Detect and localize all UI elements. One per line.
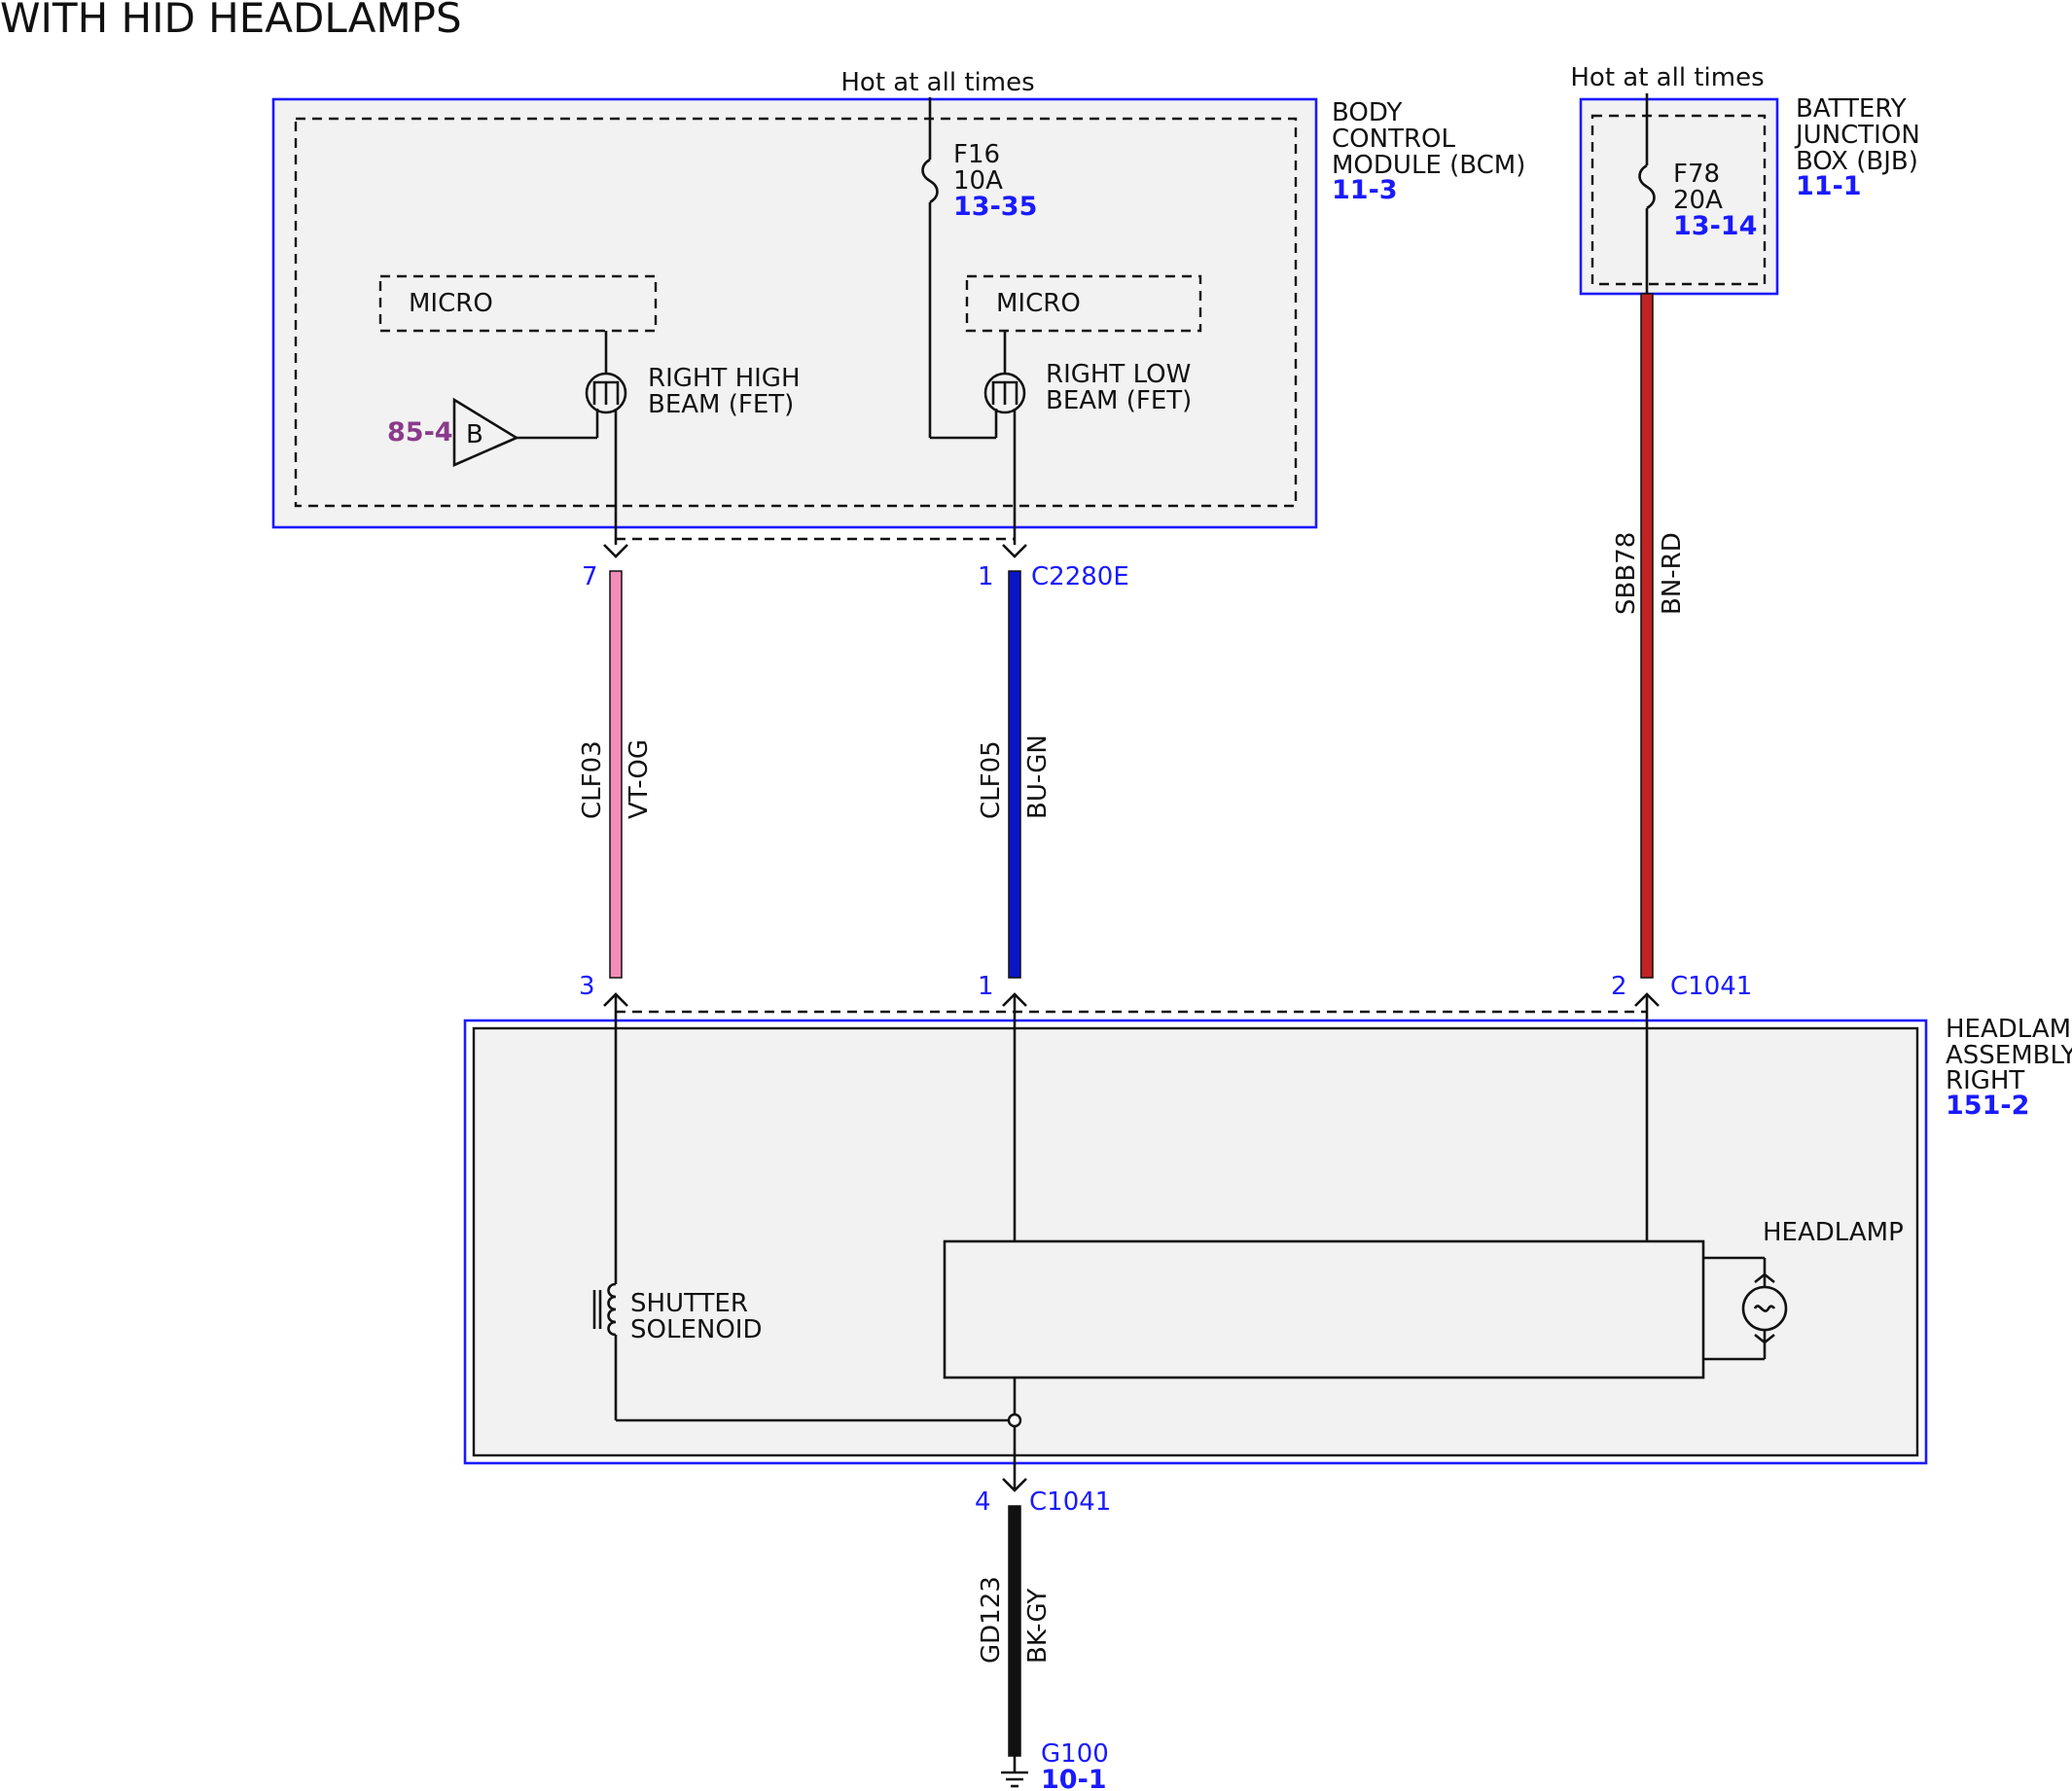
fuse-f78-icon (1638, 163, 1656, 210)
headlamp-assembly-name-line1: HEADLAMP (1946, 1015, 2072, 1044)
fuse-f16-name: F16 (953, 140, 1000, 169)
bcm-name-line2: CONTROL (1332, 125, 1455, 154)
connector-arrow-icon (1002, 544, 1027, 558)
ballast-module (943, 1239, 1705, 1379)
shutter-solenoid-coil-icon (592, 1282, 617, 1337)
headlamp-assembly-name-line3: RIGHT (1946, 1066, 2024, 1095)
fuse-f78-ref-link[interactable]: 13-14 (1673, 211, 1757, 241)
headlamp-bulb-icon (1741, 1272, 1788, 1344)
wire-color-label: BK-GY (1023, 1589, 1053, 1664)
fuse-f78-rating: 20A (1673, 186, 1723, 215)
bcm-ref-link[interactable]: 11-3 (1332, 175, 1398, 205)
wire-circuit-label: SBB78 (1612, 532, 1641, 615)
pin-number: 4 (975, 1487, 991, 1517)
splice-b-triangle-icon (452, 397, 519, 467)
low-beam-label-line1: RIGHT LOW (1046, 360, 1191, 389)
connector-c2280e: 7 1 C2280E (582, 537, 1129, 591)
high-beam-label-line2: BEAM (FET) (648, 390, 794, 419)
headlamp-assembly-right: HEADLAMP ASSEMBLY, RIGHT 151-2 SHUTTER S… (463, 1015, 2072, 1465)
bjb-inner-boundary (1590, 114, 1767, 286)
low-beam-label-line2: BEAM (FET) (1046, 386, 1192, 415)
wire-sbb78: SBB78 BN-RD (1612, 293, 1687, 979)
ground-circuit: 4 C1041 GD123 BK-GY G100 10-1 (975, 1463, 1111, 1791)
bcm-outline (271, 97, 1318, 529)
bcm-inner-boundary (294, 117, 1298, 508)
headlamp-assembly-name-line2: ASSEMBLY, (1946, 1041, 2072, 1070)
bcm-name-line3: MODULE (BCM) (1332, 151, 1525, 180)
pin-number: 2 (1611, 972, 1627, 1001)
headlamp-label: HEADLAMP (1763, 1218, 1904, 1247)
shutter-solenoid-label-line2: SOLENOID (630, 1315, 762, 1344)
micro-right-box (965, 274, 1202, 333)
splice-ref-link[interactable]: 85-4 (387, 417, 453, 448)
body-control-module: BODY CONTROL MODULE (BCM) 11-3 Hot at al… (271, 68, 1525, 545)
wire-clf03-body (609, 570, 623, 979)
connector-name: C2280E (1031, 562, 1129, 591)
diagram-title: WITH HID HEADLAMPS (0, 0, 462, 42)
wire-color-label: VT-OG (625, 739, 654, 819)
bcm-name-line1: BODY (1332, 98, 1402, 127)
fuse-f16-icon (921, 158, 939, 204)
wire-gd123-body (1008, 1505, 1021, 1757)
pin-number: 7 (582, 562, 598, 591)
micro-left-box (378, 274, 658, 333)
wire-clf05-body (1008, 570, 1021, 979)
low-beam-fet-icon (983, 372, 1026, 414)
ground-symbol-icon (1001, 1771, 1028, 1788)
micro-left-label: MICRO (409, 289, 493, 318)
bjb-outline (1579, 97, 1779, 296)
bcm-supply-label: Hot at all times (840, 68, 1034, 97)
micro-right-label: MICRO (996, 289, 1081, 318)
high-beam-fet-icon (585, 372, 627, 414)
wire-circuit-label: CLF03 (578, 740, 607, 819)
wire-sbb78-body (1640, 293, 1654, 979)
splice-node-icon (1007, 1413, 1022, 1428)
ground-ref-link[interactable]: 10-1 (1041, 1765, 1107, 1791)
pin-number: 3 (579, 972, 595, 1001)
fuse-f16-ref-link[interactable]: 13-35 (953, 192, 1037, 222)
bjb-ref-link[interactable]: 11-1 (1796, 171, 1862, 201)
connector-name: C1041 (1670, 972, 1752, 1001)
bjb-supply-label: Hot at all times (1570, 63, 1764, 92)
wire-circuit-label: CLF05 (977, 740, 1006, 819)
shutter-solenoid-label-line1: SHUTTER (630, 1289, 748, 1318)
wire-clf03: CLF03 VT-OG (578, 570, 654, 979)
wire-circuit-label: GD123 (977, 1576, 1006, 1664)
connector-c1041-top: 3 1 2 C1041 (579, 972, 1752, 1020)
fuse-f78-name: F78 (1673, 160, 1720, 189)
wire-color-label: BN-RD (1658, 532, 1687, 615)
wire-color-label: BU-GN (1023, 734, 1053, 819)
splice-b-letter: B (466, 420, 483, 449)
pin-number: 1 (978, 562, 994, 591)
ground-name: G100 (1041, 1739, 1109, 1769)
bjb-name-line3: BOX (BJB) (1796, 147, 1918, 176)
battery-junction-box: Hot at all times F78 20A 13-14 BATTERY J… (1570, 63, 1920, 296)
high-beam-label-line1: RIGHT HIGH (648, 364, 801, 393)
pin-number: 1 (978, 972, 994, 1001)
connector-name: C1041 (1029, 1487, 1111, 1517)
connector-arrow-icon (603, 544, 628, 558)
fuse-f16-rating: 10A (953, 166, 1003, 196)
bjb-name-line2: JUNCTION (1794, 121, 1920, 150)
bjb-name-line1: BATTERY (1796, 94, 1907, 124)
wire-clf05: CLF05 BU-GN (977, 570, 1053, 979)
headlamp-assembly-ref-link[interactable]: 151-2 (1946, 1091, 2029, 1121)
